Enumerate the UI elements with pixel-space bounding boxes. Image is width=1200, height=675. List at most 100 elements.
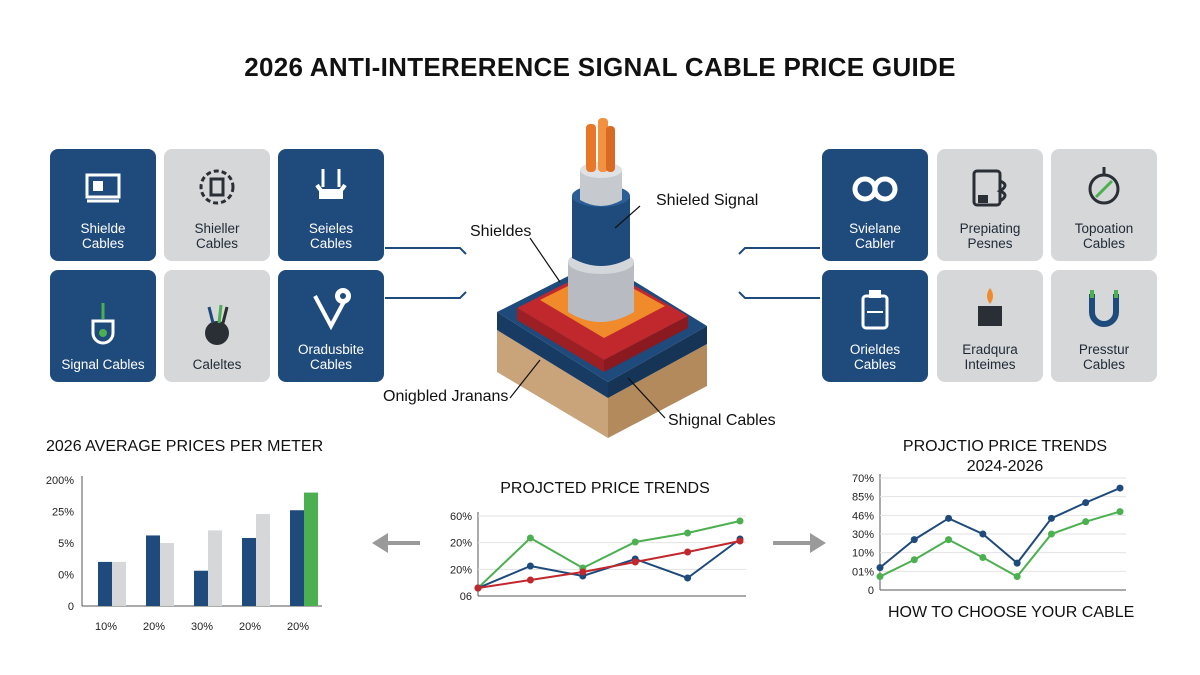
series-line [879,510,1121,578]
gear-cable-icon [199,169,235,205]
data-point [736,517,744,525]
connector-icon [85,173,121,203]
left-tile: Shielde Cables [50,149,156,261]
data-point [1047,530,1055,538]
bar [160,543,174,606]
series-line [477,538,741,589]
callout-line [614,205,641,229]
data-point [736,537,744,545]
page-title: 2026 ANTI-INTERERENCE SIGNAL CABLE PRICE… [244,52,956,82]
y-tick-label: 0 [868,585,874,597]
connector-box-icon [861,290,889,330]
bar [242,537,256,606]
tile-label: Svielane Cabler [849,221,901,251]
left-tile: Signal Cables [50,270,156,382]
bar-chart: 00%5%25%200%10%20%30%20%20% [46,475,322,633]
candle-icon [978,288,1002,326]
cable-clamp-icon [313,288,351,331]
data-point [910,556,918,564]
left-connector-line [385,247,467,255]
series-line [477,520,741,589]
data-point [684,548,692,556]
right-tile: Topoation Cables [1051,149,1157,261]
tile-label: Seieles Cables [308,221,354,251]
tile-label: Presstur Cables [1078,342,1130,372]
data-point [910,536,918,544]
x-tick-label: 20% [287,621,309,633]
y-tick-label: 0% [58,570,74,582]
y-tick-label: 46% [852,510,874,522]
copper-core [586,118,615,172]
bar [304,492,318,606]
choose-cable-note: HOW TO CHOOSE YOUR CABLE [888,604,1135,621]
left-tile: Shieller Cables [164,149,270,261]
data-point [684,529,692,537]
bar [256,514,270,606]
data-point [631,538,639,546]
line-chart-projection-2024-2026: 001%10%30%46%85%70% [852,473,1126,597]
data-point [1082,499,1090,507]
left-connector-line [385,291,467,299]
data-point [684,574,692,582]
tile-label: Eradqura Inteimes [962,342,1018,372]
data-point [579,568,587,576]
callout-shielded-signal: Shieled Signal [656,192,759,209]
magnet-icon [1089,290,1119,327]
data-point [1047,514,1055,522]
right-arrow-icon [773,533,826,553]
y-tick-label: 30% [852,529,874,541]
data-point [1082,518,1090,526]
x-tick-label: 30% [191,621,213,633]
bar-chart-title: 2026 AVERAGE PRICES PER METER [46,438,324,455]
right-tile: Presstur Cables [1051,270,1157,382]
coiled-device-icon [972,169,1007,207]
data-point [1116,508,1124,516]
data-point [979,530,987,538]
y-tick-label: 70% [852,473,874,485]
callout-line [529,237,561,283]
data-point [1013,573,1021,581]
callout-line [627,377,666,419]
tile-label: Caleltes [192,357,242,372]
data-point [1116,484,1124,492]
data-point [526,576,534,584]
tile-label: Signal Cables [61,357,145,372]
tile-label: Shieller Cables [194,221,240,251]
right-tile: Eradqura Inteimes [937,270,1043,382]
series-line [477,540,741,589]
wire-knob-icon [205,304,229,345]
callout-line [509,359,541,399]
cable-plug-icon [91,303,115,345]
left-tile: Caleltes [164,270,270,382]
tile-label: Prepiating Pesnes [959,221,1021,251]
y-tick-label: 60% [450,511,472,523]
callout-onigbled: Onigbled Jranans [383,388,509,405]
y-tick-label: 200% [46,475,74,487]
loop-cable-icon [852,176,898,202]
plug-bundle-icon [315,169,347,199]
tile-label: Shielde Cables [80,221,126,251]
y-tick-label: 25% [52,507,74,519]
left-tile: Seieles Cables [278,149,384,261]
trend-chart-2-title: PROJCTIO PRICE TRENDS 2024-2026 [902,438,1108,475]
y-tick-label: 06 [460,591,472,603]
tile-label: Oradusbite Cables [297,342,365,372]
compass-icon [1088,167,1120,205]
data-point [474,584,482,592]
y-tick-label: 10% [852,548,874,560]
data-point [526,562,534,570]
right-tile: Svielane Cabler [822,149,928,261]
left-arrow-icon [372,533,420,553]
bar [290,510,304,606]
callout-shieldes: Shieldes [470,223,532,240]
data-point [526,534,534,542]
y-tick-label: 20% [450,564,472,576]
data-point [876,564,884,572]
data-point [631,558,639,566]
bar [194,570,208,606]
tile-label: Topoation Cables [1074,221,1134,251]
data-point [876,573,884,581]
series-line [879,487,1121,569]
